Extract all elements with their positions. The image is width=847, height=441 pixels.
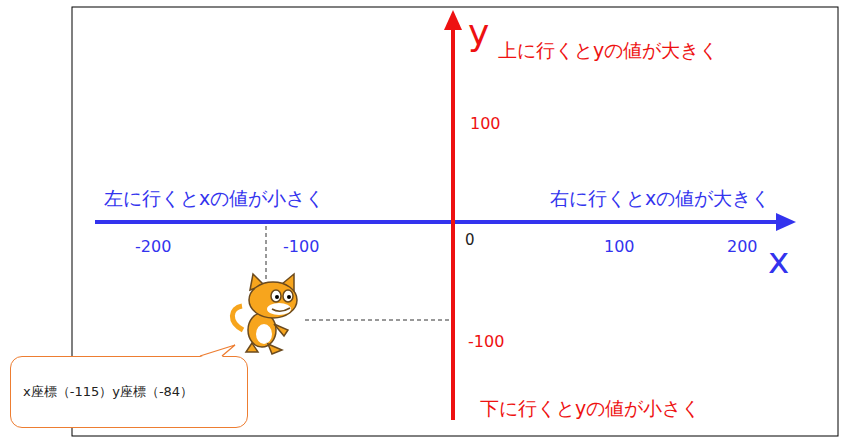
cat-sprite xyxy=(232,274,297,354)
tick-label: 100 xyxy=(604,238,635,256)
y-arrowhead xyxy=(444,10,462,30)
origin-label: 0 xyxy=(465,232,475,249)
tick-label: -100 xyxy=(283,238,319,256)
axis-note: 下に行くとyの値が小さく xyxy=(480,398,700,420)
tick-label: 200 xyxy=(727,238,758,256)
guide-line xyxy=(305,320,450,321)
tick-label: 100 xyxy=(470,115,501,133)
x-axis xyxy=(95,220,780,224)
axis-name: x xyxy=(768,240,789,281)
callout-tail-line xyxy=(200,345,235,356)
y-axis xyxy=(451,28,455,420)
guide-line xyxy=(266,226,267,286)
callout-text: x座標（-115）y座標（-84） xyxy=(23,383,235,401)
x-arrowhead xyxy=(776,213,796,231)
axis-note: 上に行くとyの値が大きく xyxy=(498,40,718,62)
tick-label: -200 xyxy=(135,238,171,256)
callout-box: x座標（-115）y座標（-84） xyxy=(10,356,248,428)
axis-name: y xyxy=(468,12,489,53)
axis-note: 右に行くとxの値が大きく xyxy=(550,188,770,210)
tick-label: -100 xyxy=(468,333,504,351)
axis-note: 左に行くとxの値が小さく xyxy=(104,188,324,210)
